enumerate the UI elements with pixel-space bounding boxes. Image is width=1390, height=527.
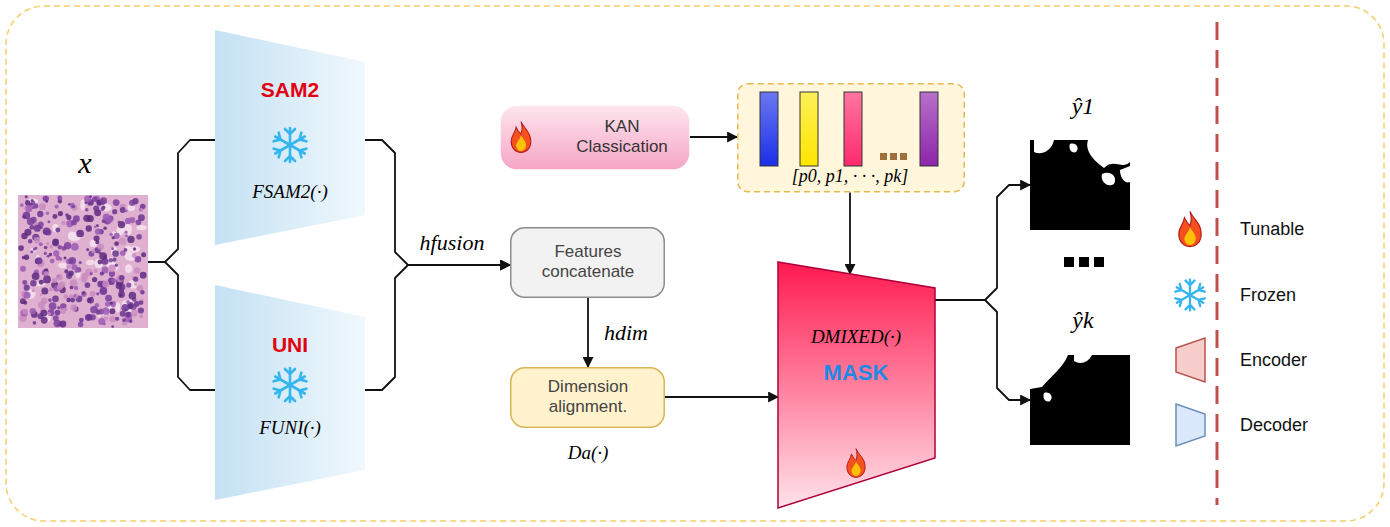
text-label: KAN Classication <box>562 117 682 157</box>
legend-entry: Frozen <box>1240 285 1296 306</box>
edge-label: hdim <box>601 320 651 346</box>
ellipsis-dot <box>880 153 887 160</box>
legend-label: Encoder <box>1240 350 1307 370</box>
separator-line <box>1216 22 1219 505</box>
fire-icon <box>511 122 531 153</box>
node-shape <box>18 195 148 328</box>
trapezoid-outline <box>778 262 935 508</box>
connector-arrow <box>849 193 851 274</box>
trapezoid-outline <box>215 30 365 245</box>
legend-label: Decoder <box>1240 415 1308 435</box>
text-label: x <box>78 146 91 180</box>
text-label: ŷk <box>1072 307 1093 334</box>
encoder-symbol <box>1176 338 1205 382</box>
mask-image <box>1030 355 1130 445</box>
snowflake-icon <box>273 368 307 402</box>
text-label: Dimension alignment. <box>521 377 656 417</box>
connector-arrow <box>148 262 215 390</box>
snowflake-icon <box>273 128 307 162</box>
output-mask: ŷk <box>1030 355 1130 445</box>
node-shape <box>1030 355 1130 445</box>
decoder-symbol <box>1176 404 1205 446</box>
text-label: MASK <box>824 360 889 386</box>
mask-image <box>1030 140 1130 230</box>
connector-arrow <box>148 140 215 262</box>
legend-entry: Decoder <box>1240 415 1308 436</box>
box-outline <box>511 368 665 428</box>
text-label: Da(·) <box>568 442 609 464</box>
edge-label: hfusion <box>417 230 488 256</box>
ellipsis-dot <box>900 153 907 160</box>
text-label: ŷ1 <box>1072 93 1095 120</box>
legend-entry: Encoder <box>1240 350 1307 371</box>
connector-arrow <box>690 136 737 138</box>
trapezoid-outline <box>215 285 365 500</box>
ellipsis-dot <box>890 153 897 160</box>
probability-bar <box>800 92 818 166</box>
text-label: DMIXED(·) <box>811 326 901 348</box>
text-label: SAM2 <box>261 78 319 102</box>
probability-panel: [p0, p1, · · ·, pk] <box>737 83 965 193</box>
output-mask: ŷ1 <box>1030 140 1130 230</box>
node-shape <box>1030 140 1130 230</box>
legend-entry: Tunable <box>1240 219 1304 240</box>
encoder-block: UNI FUNI(·) <box>215 285 365 500</box>
ellipsis-dots <box>1064 257 1104 267</box>
connector-arrow <box>935 300 1030 400</box>
connector-arrow <box>587 298 589 367</box>
process-box: Dimension alignment.Da(·) <box>510 367 665 428</box>
box-outline <box>738 84 965 192</box>
outer-frame <box>6 6 1384 521</box>
text-label: UNI <box>272 333 308 357</box>
probability-bar <box>844 92 862 166</box>
decoder-block: DMIXED(·) MASK <box>778 262 935 508</box>
text-label: Features concatenate <box>521 242 656 282</box>
legend-label: Frozen <box>1240 285 1296 305</box>
text-label: [p0, p1, · · ·, pk] <box>792 166 909 187</box>
connector-arrow <box>665 396 778 398</box>
box-outline <box>501 106 690 170</box>
connector-arrow <box>365 140 510 265</box>
connector-arrow <box>935 185 1030 300</box>
input-image: x <box>18 195 148 328</box>
probability-bar <box>760 92 778 166</box>
probability-bar <box>920 92 938 166</box>
box-outline <box>511 228 665 298</box>
fire-icon <box>847 449 865 478</box>
connector-arrow <box>365 265 510 390</box>
encoder-block: SAM2FSAM2(·) <box>215 30 365 245</box>
fire-icon <box>1179 211 1201 246</box>
process-box: Features concatenate <box>510 227 665 298</box>
snowflake-icon <box>1174 280 1205 311</box>
classifier-box: KAN Classication <box>500 105 690 170</box>
node-shape <box>215 285 365 500</box>
text-label: FSAM2(·) <box>252 181 327 203</box>
tissue-image <box>18 195 148 328</box>
node-shape <box>215 30 365 245</box>
text-label: FUNI(·) <box>259 417 321 439</box>
legend-label: Tunable <box>1240 219 1304 239</box>
